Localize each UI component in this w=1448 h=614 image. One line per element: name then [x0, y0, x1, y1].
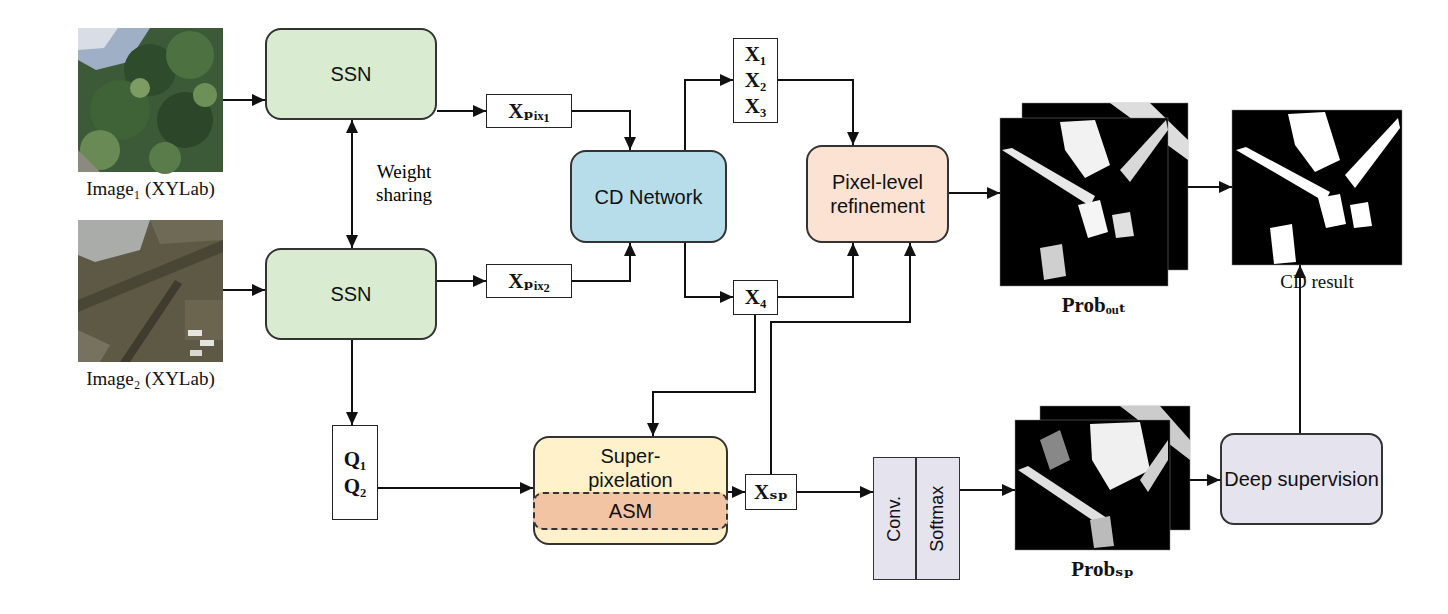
node-text: X₃ — [745, 93, 766, 119]
node-text: Image₂ (XYLab) — [86, 368, 214, 391]
edge-label: Weight sharing — [364, 161, 444, 207]
connector-arrow — [685, 80, 733, 150]
node-text: Probₛₚ — [1071, 556, 1134, 582]
superpixelation-box: Super-pixelationASM — [533, 436, 728, 545]
satellite-image-2 — [78, 220, 223, 362]
connector-arrow — [572, 243, 630, 281]
feature-box: X₄ — [733, 280, 778, 315]
softmax-layer: Softmax — [916, 457, 960, 580]
connector-arrow — [797, 491, 873, 493]
node-text: CD Network — [595, 185, 703, 209]
connector-arrow — [653, 315, 755, 436]
input-image: Image₂ (XYLab) — [78, 220, 223, 362]
connector-arrow — [351, 340, 353, 425]
feature-box: Xₚᵢₓ₂ — [486, 264, 572, 298]
node-text: ASM — [609, 499, 652, 523]
feature-stack-box: X₁X₂X₃ — [733, 38, 778, 123]
node-text: Super-pixelation — [571, 444, 691, 492]
node-text: Image₁ (XYLab) — [86, 178, 214, 201]
probability-map-superpixel — [1015, 406, 1190, 550]
node-text: Conv. — [884, 496, 906, 542]
asm-band: ASM — [533, 492, 728, 530]
ssn-box: SSN — [265, 28, 437, 120]
input-image: Image₁ (XYLab) — [78, 28, 223, 172]
node-text: Softmax — [927, 485, 949, 551]
node-text: Xₛₚ — [754, 479, 788, 505]
connector-arrow — [437, 110, 486, 112]
connector-arrow — [223, 99, 265, 101]
connector-arrow — [949, 192, 1000, 194]
change-detection-result — [1232, 110, 1402, 265]
connector-arrow — [728, 491, 745, 493]
node-text: Q₁ — [344, 446, 367, 472]
connector-arrow — [1190, 479, 1220, 481]
connector-arrow — [960, 489, 1015, 491]
cd-network-box: CD Network — [570, 150, 727, 243]
node-text: X₁ — [745, 41, 766, 67]
node-text: Deep supervision — [1224, 467, 1379, 491]
connector-arrow — [351, 120, 353, 248]
probability-map: Probₒᵤₜ — [1000, 103, 1188, 286]
feature-box: Xₚᵢₓ₁ — [486, 94, 572, 128]
node-text: Probₒᵤₜ — [1062, 292, 1127, 318]
satellite-image-1 — [78, 28, 223, 174]
node-text: X₂ — [745, 67, 766, 93]
connector-arrow — [778, 243, 853, 297]
connector-arrow — [771, 243, 910, 474]
connector-arrow — [685, 243, 733, 297]
connector-arrow — [1188, 186, 1232, 188]
probability-map: Probₛₚ — [1015, 406, 1190, 550]
conv-layer: Conv. — [873, 457, 916, 580]
connector-arrow — [223, 289, 265, 291]
node-text: Xₚᵢₓ₁ — [508, 98, 550, 124]
node-text: CD result — [1280, 271, 1353, 294]
result-map: CD result — [1232, 110, 1402, 265]
node-text: SSN — [330, 62, 371, 86]
deep-supervision-box: Deep supervision — [1220, 433, 1383, 525]
connector-arrow — [378, 487, 533, 489]
node-text: X₄ — [745, 284, 766, 310]
node-text: Pixel-level refinement — [808, 170, 947, 218]
feature-box: Xₛₚ — [745, 474, 797, 510]
node-text: Xₚᵢₓ₂ — [508, 268, 550, 294]
ssn-box: SSN — [265, 248, 437, 340]
connector-arrow — [437, 280, 486, 282]
node-text: SSN — [330, 282, 371, 306]
node-text: Q₂ — [344, 473, 367, 499]
association-box: Q₁Q₂ — [332, 425, 378, 520]
refinement-box: Pixel-level refinement — [806, 145, 949, 243]
connector-arrow — [778, 80, 853, 145]
connector-arrow — [572, 111, 630, 150]
probability-map-out — [1000, 103, 1188, 286]
